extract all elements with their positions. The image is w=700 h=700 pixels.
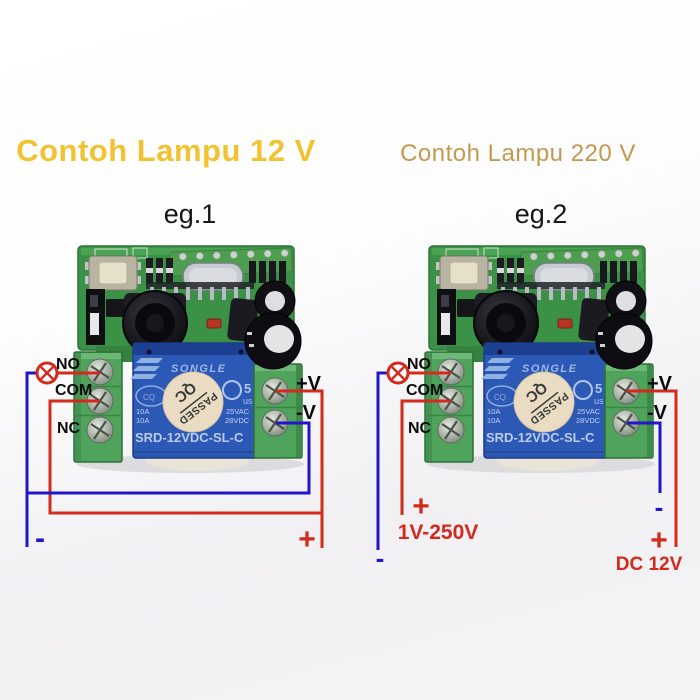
wires-red-eg1 xyxy=(48,371,324,548)
wires-blue-eg1 xyxy=(25,371,311,547)
label-com-eg1: COM xyxy=(55,382,93,399)
supply-minus-eg1: - xyxy=(35,522,45,555)
wires-blue-eg2 xyxy=(376,371,662,550)
label-nc-eg2: NC xyxy=(408,420,432,437)
supply-plus-eg1: + xyxy=(298,523,316,556)
label-minusv-eg2: -V xyxy=(647,402,667,424)
load-voltage-range: 1V-250V xyxy=(397,521,479,544)
module-photo-eg2 xyxy=(423,244,657,475)
title-12v: Contoh Lampu 12 V xyxy=(16,133,316,168)
label-minusv-eg1: -V xyxy=(296,402,316,424)
lamp-icon-eg2 xyxy=(386,361,410,385)
example-label-2: eg.2 xyxy=(514,199,568,229)
wires-red-eg2 xyxy=(400,371,678,547)
title-220v: Contoh Lampu 220 V xyxy=(400,140,636,167)
dc-minus-eg2: - xyxy=(654,492,664,522)
load-plus-eg2: + xyxy=(412,490,430,523)
lamp-icon-eg1 xyxy=(35,361,59,385)
label-no-eg1: NO xyxy=(56,356,80,373)
module-photo-eg1 xyxy=(72,244,306,475)
label-plusv-eg2: +V xyxy=(647,373,673,395)
dc-supply-label: DC 12V xyxy=(615,554,683,575)
label-nc-eg1: NC xyxy=(57,420,81,437)
label-com-eg2: COM xyxy=(406,382,444,399)
example-label-1: eg.1 xyxy=(163,199,217,229)
dc-plus-eg2: + xyxy=(650,524,668,557)
label-no-eg2: NO xyxy=(407,356,431,373)
load-minus-eg2: - xyxy=(375,543,385,573)
label-plusv-eg1: +V xyxy=(296,373,322,395)
